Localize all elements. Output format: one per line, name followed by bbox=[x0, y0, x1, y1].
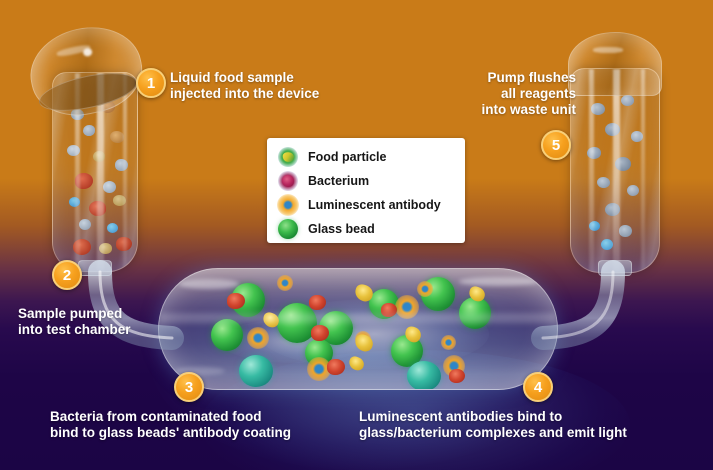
vial-particle bbox=[103, 181, 116, 193]
legend-item-bacterium: Bacterium bbox=[267, 169, 465, 193]
vial-particle bbox=[79, 219, 91, 230]
glass-bead bbox=[211, 319, 243, 351]
luminescent-antibody bbox=[277, 275, 293, 291]
legend-label: Food particle bbox=[308, 150, 387, 164]
waste-particle bbox=[597, 177, 610, 188]
lid-specular-highlight bbox=[593, 47, 623, 53]
waste-antibody bbox=[589, 221, 600, 231]
bacterium bbox=[309, 295, 326, 310]
vial-particle bbox=[99, 243, 112, 254]
vial-bacterium bbox=[116, 237, 132, 251]
glass-bead bbox=[407, 361, 441, 389]
vial-highlight bbox=[613, 69, 620, 272]
step-badge-1[interactable]: 1 bbox=[136, 68, 166, 98]
waste-vial-body bbox=[570, 68, 660, 273]
glass-bead bbox=[459, 297, 491, 329]
waste-particle bbox=[631, 131, 643, 142]
step-5-caption: Pump flushes all reagents into waste uni… bbox=[481, 70, 577, 117]
vial-particle bbox=[110, 131, 124, 143]
sample-vial-cap bbox=[78, 260, 112, 276]
bacterium bbox=[381, 303, 397, 317]
waste-particle bbox=[621, 95, 634, 106]
vial-highlight bbox=[641, 69, 645, 272]
step-2-caption: Sample pumped into test chamber bbox=[18, 306, 131, 337]
chamber-equator-highlight bbox=[159, 313, 557, 323]
food-particle-icon bbox=[277, 146, 299, 168]
waste-vial bbox=[570, 68, 660, 276]
legend-item-food-particle: Food particle bbox=[267, 145, 465, 169]
chamber-highlight bbox=[175, 367, 225, 375]
step-badge-3[interactable]: 3 bbox=[174, 372, 204, 402]
glass-bead bbox=[239, 355, 273, 387]
vial-highlight bbox=[97, 73, 104, 271]
legend-item-luminescent-antibody: Luminescent antibody bbox=[267, 193, 465, 217]
vial-particle bbox=[113, 195, 126, 206]
waste-vial-lid bbox=[568, 32, 662, 96]
luminescent-antibody bbox=[395, 295, 419, 319]
chamber-highlight bbox=[179, 279, 239, 289]
waste-vial-cap bbox=[598, 260, 632, 276]
glass-bead bbox=[277, 303, 317, 343]
legend-label: Bacterium bbox=[308, 174, 370, 188]
luminescent-antibody bbox=[441, 335, 456, 350]
vial-particle bbox=[115, 159, 128, 171]
bacterium bbox=[311, 325, 329, 341]
test-chamber bbox=[158, 268, 558, 390]
vial-highlight bbox=[123, 73, 127, 271]
luminescent-antibody bbox=[247, 327, 269, 349]
bacterium bbox=[327, 359, 345, 375]
vial-highlight bbox=[589, 69, 594, 272]
legend-label: Luminescent antibody bbox=[308, 198, 441, 212]
bacterium bbox=[449, 369, 465, 383]
luminescent-antibody bbox=[417, 281, 433, 297]
step-3-caption: Bacteria from contaminated food bind to … bbox=[50, 409, 291, 440]
vial-antibody bbox=[69, 197, 80, 207]
legend: Food particle Bacterium Luminescent anti… bbox=[267, 138, 465, 243]
vial-highlight bbox=[75, 73, 80, 271]
vial-particle bbox=[83, 125, 95, 136]
luminescent-antibody-icon bbox=[277, 194, 299, 216]
waste-antibody bbox=[601, 239, 613, 250]
waste-particle bbox=[627, 185, 639, 196]
vial-antibody bbox=[107, 223, 118, 233]
step-badge-5[interactable]: 5 bbox=[541, 130, 571, 160]
step-badge-2[interactable]: 2 bbox=[52, 260, 82, 290]
step-1-caption: Liquid food sample injected into the dev… bbox=[170, 70, 320, 101]
legend-item-glass-bead: Glass bead bbox=[267, 217, 465, 241]
step-4-caption: Luminescent antibodies bind to glass/bac… bbox=[359, 409, 627, 440]
waste-particle bbox=[619, 225, 632, 237]
legend-label: Glass bead bbox=[308, 222, 375, 236]
vial-particle bbox=[67, 145, 80, 156]
bacterium-icon bbox=[277, 170, 299, 192]
bacterium bbox=[227, 293, 245, 309]
glass-bead-icon bbox=[277, 218, 299, 240]
waste-particle bbox=[591, 103, 605, 115]
step-badge-4[interactable]: 4 bbox=[523, 372, 553, 402]
chamber-highlight bbox=[459, 277, 539, 286]
